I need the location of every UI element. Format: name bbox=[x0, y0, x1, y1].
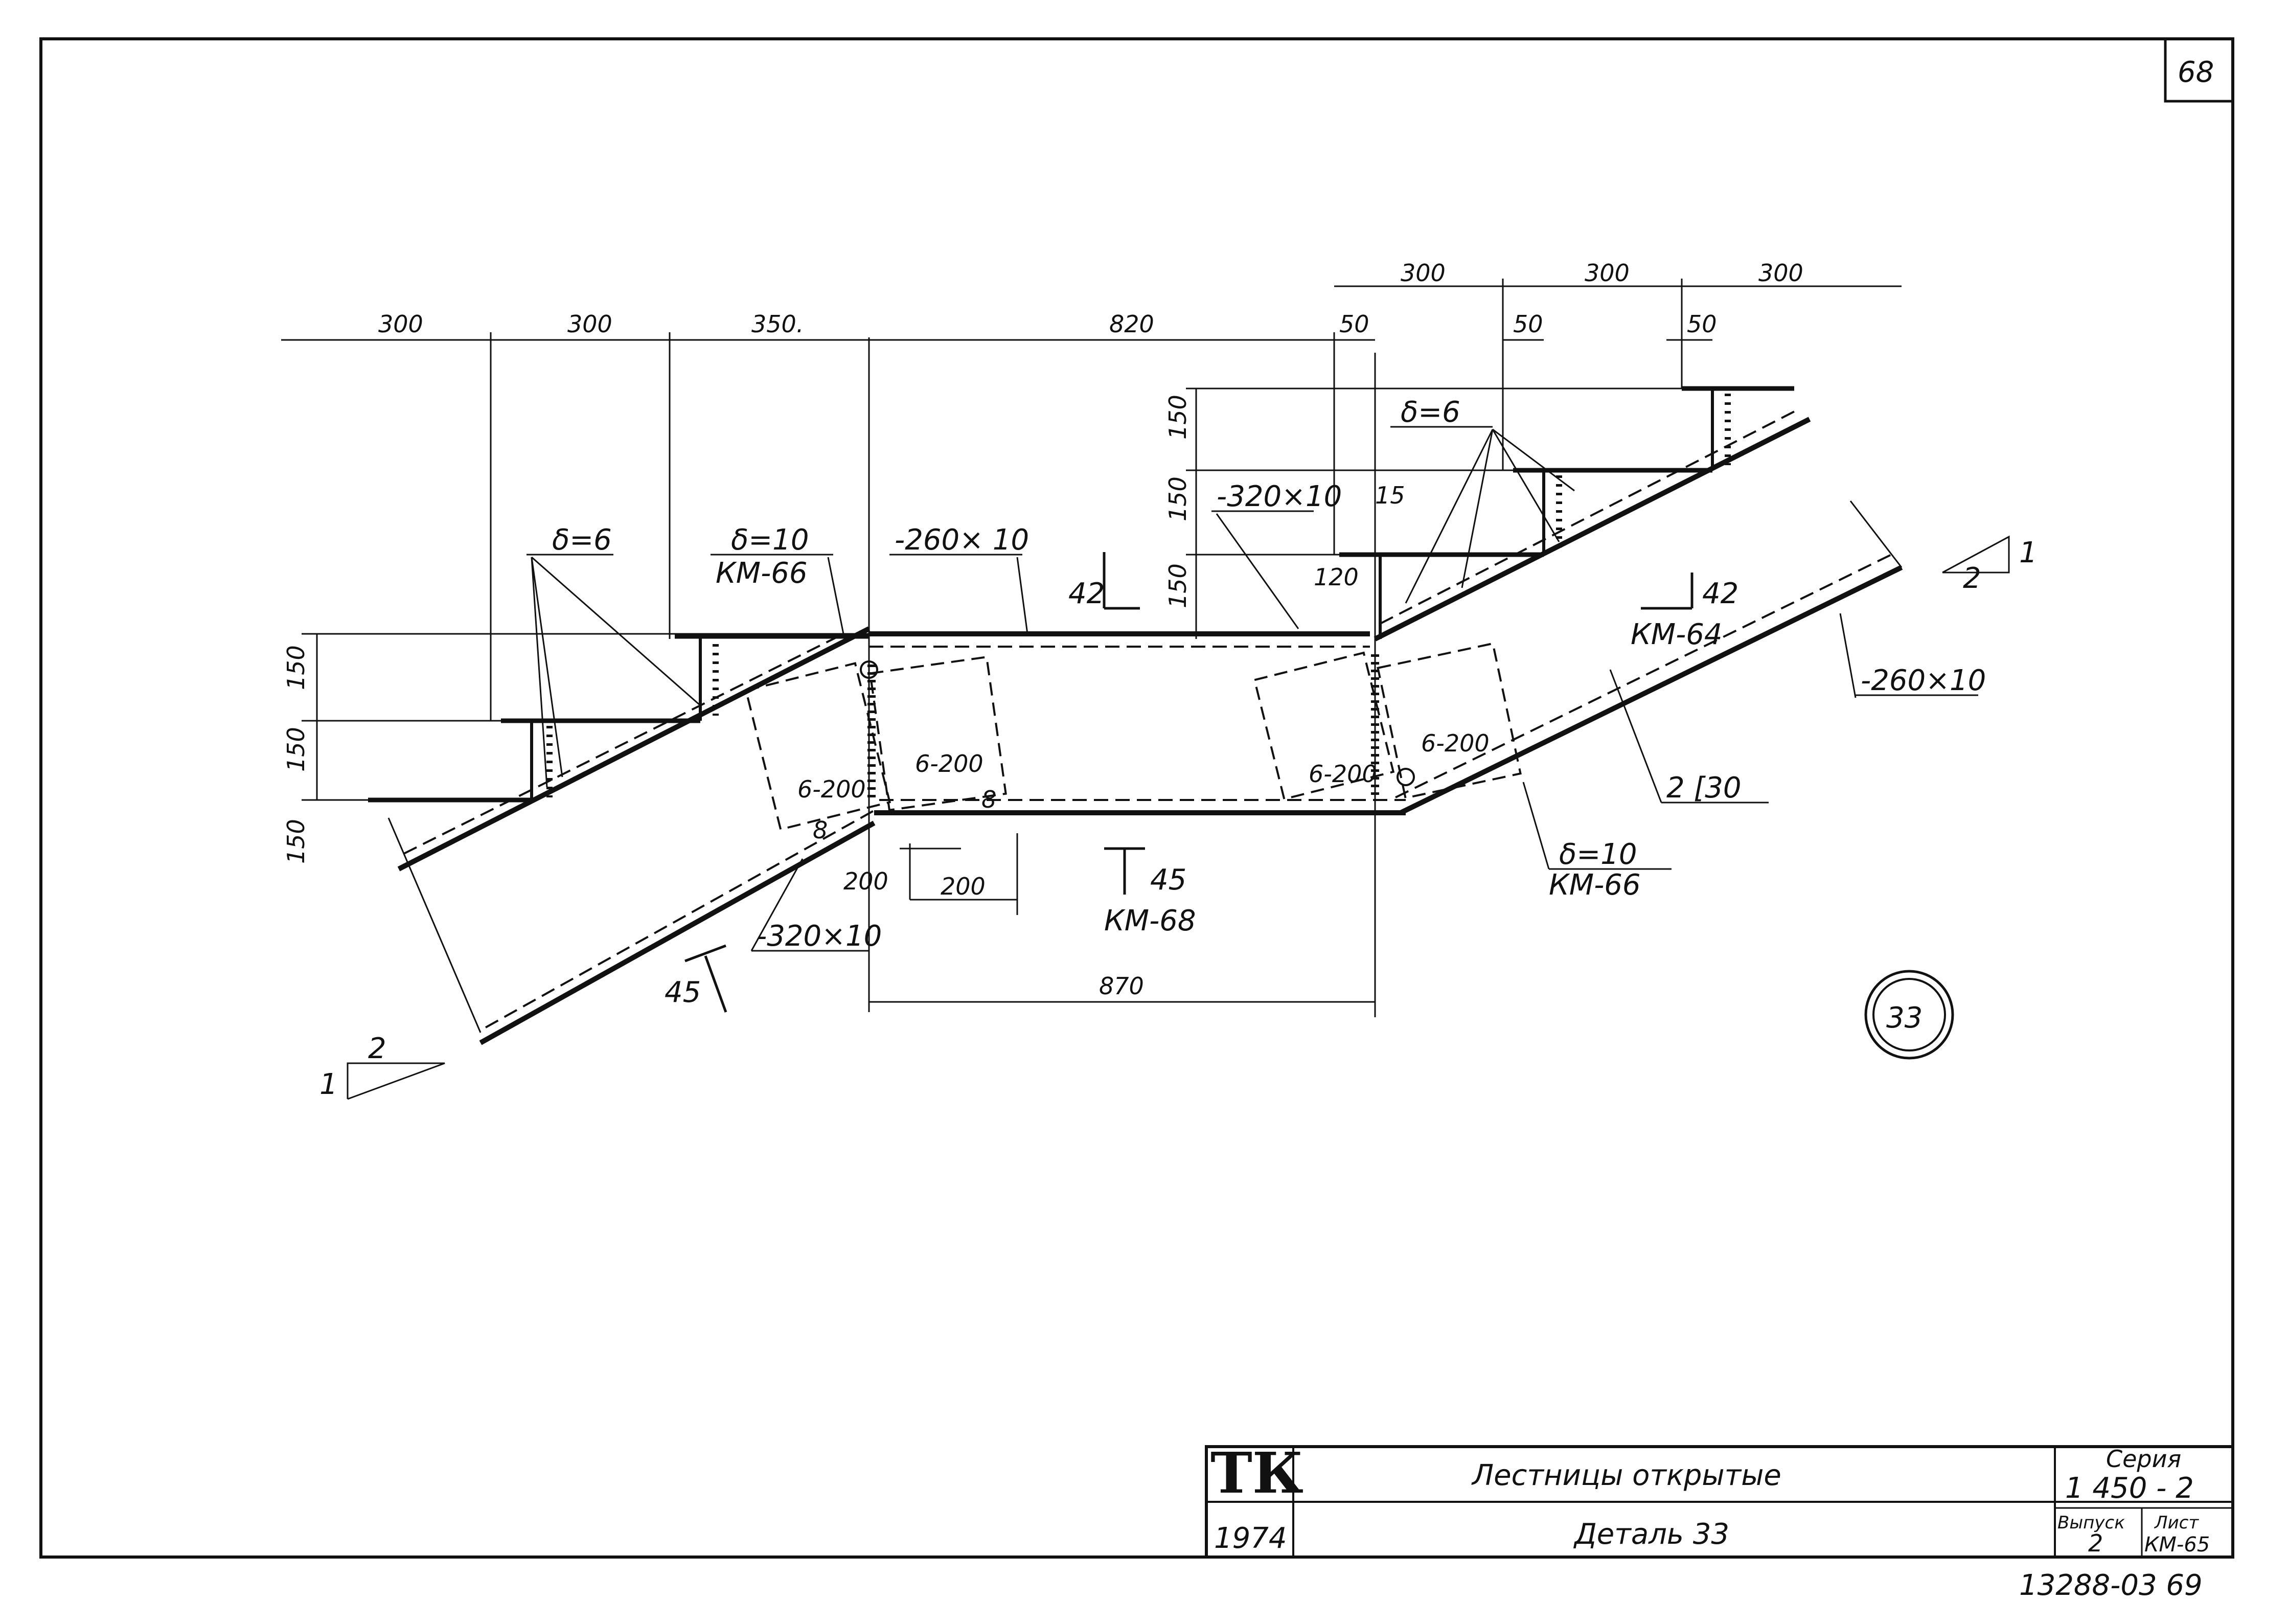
title-block-title: Лестницы открытые bbox=[1471, 1459, 1781, 1492]
title-block-issue-label: Выпуск bbox=[2057, 1513, 2125, 1533]
dim-top-3: 820 bbox=[1109, 310, 1154, 338]
dim-top-7: 300 bbox=[1585, 259, 1630, 287]
weld-8-b: 8 bbox=[981, 786, 996, 813]
weld-6-200-d: 6-200 bbox=[1421, 729, 1490, 757]
dim-top-9: 300 bbox=[1758, 259, 1803, 287]
callout-plate-260-top: -260× 10 bbox=[895, 523, 1029, 557]
weld-6-200-a: 6-200 bbox=[797, 775, 866, 803]
stair-structure bbox=[368, 337, 1903, 1045]
dim-top-4: 50 bbox=[1339, 310, 1369, 338]
dim-top-1: 300 bbox=[567, 310, 612, 338]
section-markers bbox=[684, 552, 1694, 1013]
callout-delta10-bottom: δ=10 bbox=[1559, 838, 1637, 871]
title-block-sheet-label: Лист bbox=[2154, 1513, 2199, 1533]
section-45-mid: 45 bbox=[1150, 863, 1186, 897]
weld-6-200-b: 6-200 bbox=[915, 750, 983, 777]
callout-delta10-top: δ=10 bbox=[731, 523, 809, 557]
callout-plate-260-right: -260×10 bbox=[1861, 664, 1986, 697]
title-block-issue-value: 2 bbox=[2088, 1529, 2103, 1557]
dimension-texts: 300 300 350. 820 50 300 50 300 50 300 87… bbox=[282, 259, 1803, 1000]
dim-offset-15: 15 bbox=[1375, 482, 1405, 509]
callout-plate-320-bottom: -320×10 bbox=[757, 920, 882, 953]
slope-run-left: 2 bbox=[368, 1032, 386, 1065]
dim-bottom-span: 870 bbox=[1099, 972, 1144, 1000]
title-block-subtitle: Деталь 33 bbox=[1573, 1518, 1729, 1551]
slope-indicator-right: 1 2 bbox=[1942, 535, 2038, 595]
callout-km66-bottom: КМ-66 bbox=[1549, 868, 1641, 902]
dimension-lines bbox=[281, 279, 1902, 1003]
slope-run-right: 2 bbox=[1963, 562, 1981, 595]
dim-rise-left-0: 150 bbox=[282, 645, 310, 690]
dim-rise-left-1: 150 bbox=[282, 727, 310, 772]
section-45-bottom: 45 bbox=[665, 976, 701, 1009]
title-block-texts: ТК 1974 Лестницы открытые Деталь 33 Сери… bbox=[1210, 1440, 2210, 1557]
slope-rise-right: 1 bbox=[2019, 536, 2038, 569]
dim-rise-right-1: 150 bbox=[1164, 476, 1192, 521]
dim-top-8: 50 bbox=[1687, 310, 1717, 338]
title-block-series-value: 1 450 - 2 bbox=[2065, 1472, 2194, 1505]
callout-km66-top: КМ-66 bbox=[716, 557, 808, 590]
page-number-box: 68 bbox=[2164, 37, 2234, 103]
dim-rise-left-2: 150 bbox=[282, 819, 310, 864]
slope-indicator-left: 1 2 bbox=[319, 1032, 445, 1101]
title-block-org: ТК bbox=[1210, 1440, 1303, 1506]
title-block-year: 1974 bbox=[1214, 1522, 1287, 1555]
section-42-right: 42 bbox=[1702, 577, 1738, 610]
archive-number: 13288-03 69 bbox=[2019, 1569, 2203, 1602]
right-treads bbox=[1339, 386, 1794, 639]
dim-top-5: 300 bbox=[1401, 259, 1446, 287]
section-texts: 42 42 КМ-64 45 КМ-68 45 bbox=[665, 577, 1738, 1009]
dim-bottom-200-a: 200 bbox=[843, 867, 888, 895]
slope-rise-left: 1 bbox=[319, 1068, 338, 1101]
sheet-frame bbox=[39, 37, 2234, 1559]
section-km64: КМ-64 bbox=[1631, 618, 1723, 651]
detail-marker-number: 33 bbox=[1886, 1001, 1923, 1035]
page-number: 68 bbox=[2178, 56, 2214, 89]
callout-texts: δ=6 δ=10 КМ-66 -260× 10 -320×10 δ=6 -260… bbox=[552, 396, 1986, 953]
right-stringer bbox=[1374, 408, 1903, 815]
dim-top-0: 300 bbox=[378, 310, 423, 338]
left-treads bbox=[368, 634, 869, 803]
callout-delta6-right: δ=6 bbox=[1401, 396, 1460, 429]
callout-channel: 2 [30 bbox=[1666, 771, 1742, 805]
title-block-sheet-value: КМ-65 bbox=[2144, 1533, 2210, 1557]
callout-delta6-left: δ=6 bbox=[552, 523, 612, 557]
title-block-series-label: Серия bbox=[2106, 1445, 2181, 1473]
section-42-top: 42 bbox=[1068, 577, 1105, 610]
dim-top-6: 50 bbox=[1513, 310, 1543, 338]
bolt-right bbox=[1397, 768, 1415, 786]
dim-rise-right-0: 150 bbox=[1164, 395, 1192, 440]
dim-rise-right-2: 150 bbox=[1164, 563, 1192, 608]
leader-lines bbox=[527, 426, 1978, 952]
left-stringer bbox=[387, 626, 880, 1045]
weld-8-a: 8 bbox=[813, 816, 828, 844]
detail-marker: 33 bbox=[1864, 970, 1954, 1060]
dim-bottom-200-b: 200 bbox=[941, 873, 986, 900]
dim-top-2: 350. bbox=[751, 310, 804, 338]
dim-offset-120: 120 bbox=[1314, 563, 1359, 591]
title-block bbox=[1205, 1445, 2234, 1559]
weld-6-200-c: 6-200 bbox=[1309, 760, 1377, 788]
callout-plate-320-top: -320×10 bbox=[1217, 480, 1342, 513]
section-km68: КМ-68 bbox=[1104, 904, 1196, 937]
